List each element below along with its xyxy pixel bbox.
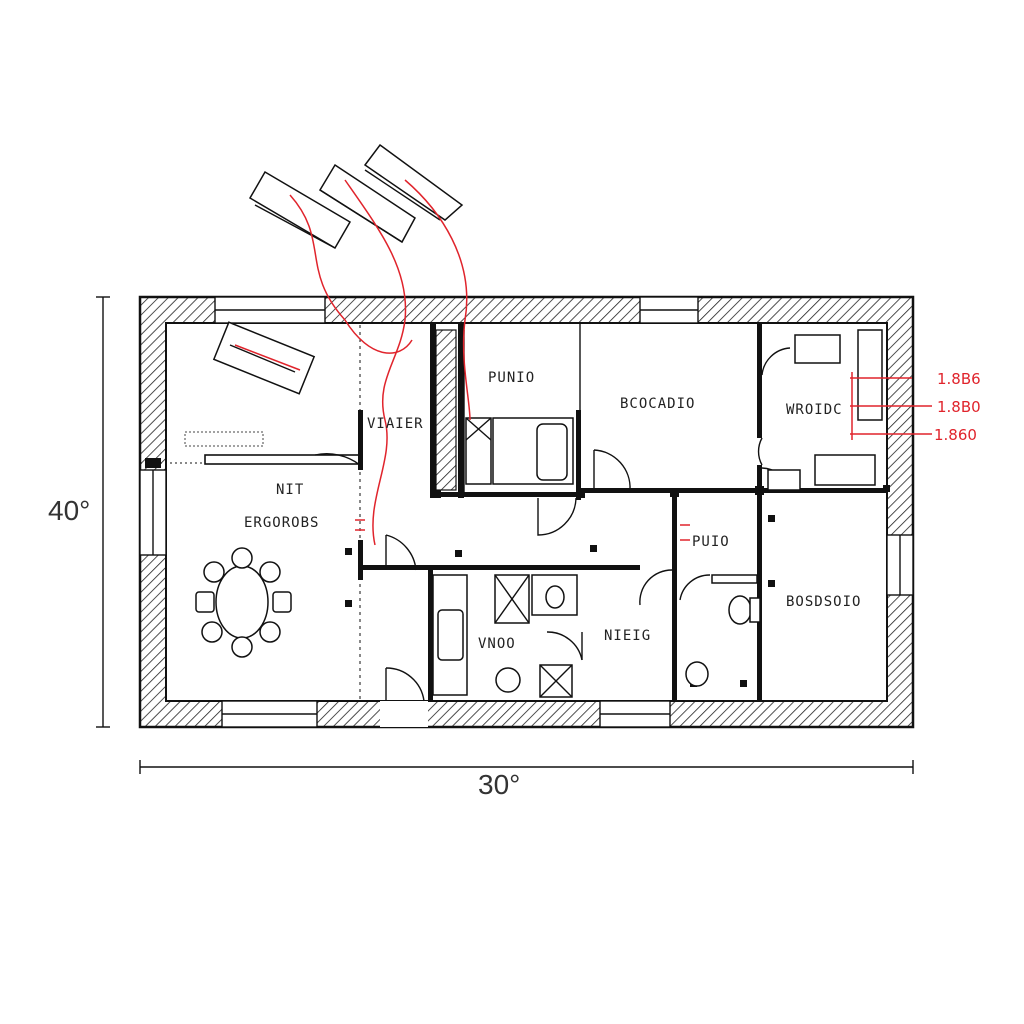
exterior-walls (138, 295, 915, 729)
room-label-left-mid-1: NIT (276, 482, 304, 498)
dimension-lines (96, 296, 914, 774)
room-label-top-center: BCOCADIO (620, 396, 695, 412)
interior-walls (140, 323, 890, 701)
room-label-bath-1: VNOO (478, 636, 516, 652)
door-swings (314, 347, 791, 702)
roof-sketches (248, 143, 464, 250)
callout-label-2: 1.8B0 (937, 398, 981, 416)
callout-label-3: 1.860 (934, 426, 977, 444)
room-label-center-room: NIEIG (604, 628, 651, 644)
room-label-top-right: WROIDC (786, 402, 843, 418)
room-label-hall-room: PUIO (692, 534, 730, 550)
room-label-left-mid-2: ERGOROBS (244, 515, 319, 531)
room-label-top-closet: PUNIO (488, 370, 535, 386)
dimension-vertical: 40° (48, 495, 90, 526)
red-annotations (234, 179, 932, 546)
fixtures (212, 321, 883, 698)
dimension-horizontal: 30° (478, 769, 520, 800)
room-label-left-upper: VIAIER (367, 416, 424, 432)
dining-set (195, 547, 292, 658)
callout-label-1: 1.8B6 (937, 370, 981, 388)
room-label-right-lower: BOSDSOIO (786, 594, 861, 610)
